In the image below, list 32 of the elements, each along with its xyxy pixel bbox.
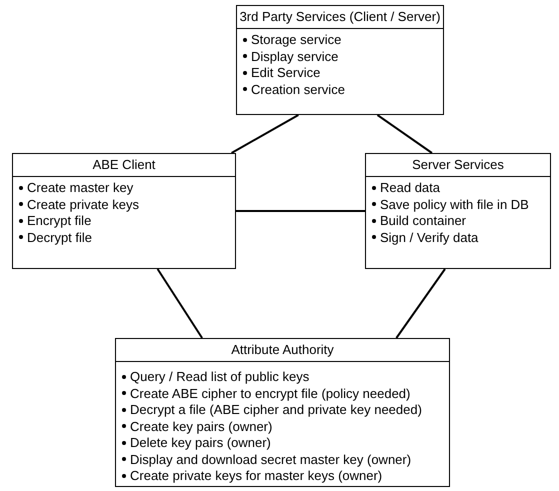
connector-line — [156, 268, 203, 339]
list-item: Create ABE cipher to encrypt file (policy needed) — [130, 386, 410, 400]
list-item: Creation service — [251, 82, 345, 96]
list-item: Query / Read list of public keys — [130, 369, 310, 384]
list-item: Edit Service — [251, 65, 320, 80]
list-item: Create key pairs (owner) — [130, 418, 272, 434]
list-item: Build container — [380, 213, 466, 228]
list-item: Create master key — [27, 180, 134, 195]
list-item: Encrypt file — [27, 213, 92, 228]
list-item: Display service — [251, 48, 338, 64]
box-heading: ABE Client — [13, 154, 235, 177]
list-item: Sign / Verify data — [380, 230, 478, 244]
connector-line — [396, 268, 446, 339]
list-box — [12, 153, 236, 269]
list-box — [115, 338, 450, 487]
connector-line — [376, 114, 433, 154]
list-item: Save policy with file in DB — [380, 196, 529, 212]
list-box — [236, 5, 444, 115]
box-heading: Attribute Authority — [116, 339, 449, 362]
connector-line — [231, 114, 299, 154]
list-item: Delete key pairs (owner) — [130, 435, 271, 450]
box-heading: Server Services — [366, 154, 550, 177]
list-item: Decrypt file — [27, 230, 92, 244]
list-item: Create private keys for master keys (owner) — [130, 468, 382, 483]
list-item: Decrypt a file (ABE cipher and private key needed) — [130, 402, 422, 417]
connector-line — [236, 210, 365, 212]
list-item: Read data — [380, 180, 440, 195]
list-item: Create private keys — [27, 196, 139, 212]
list-box — [365, 153, 551, 269]
box-heading: 3rd Party Services (Client / Server) — [237, 6, 443, 29]
list-item: Display and download secret master key (owner) — [130, 452, 412, 466]
list-item: Storage service — [251, 32, 342, 47]
